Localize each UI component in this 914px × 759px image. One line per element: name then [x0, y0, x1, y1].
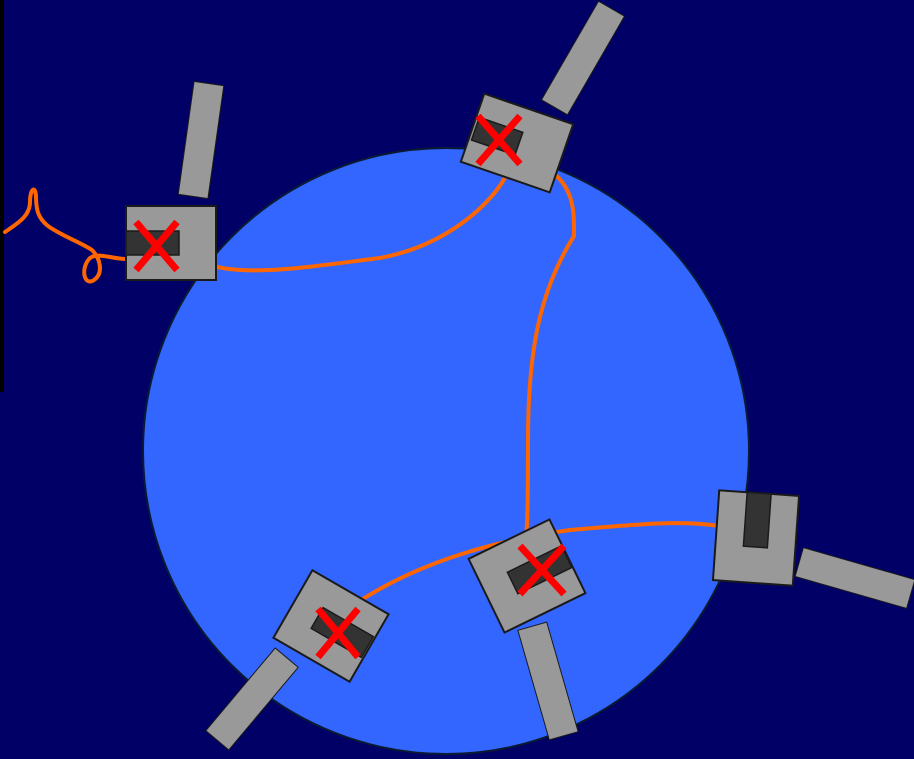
node-upper-left[interactable] [126, 206, 216, 280]
planet [143, 148, 749, 754]
node-right[interactable] [713, 490, 799, 585]
node-slot [743, 492, 771, 548]
left-edge-bar [0, 0, 4, 392]
